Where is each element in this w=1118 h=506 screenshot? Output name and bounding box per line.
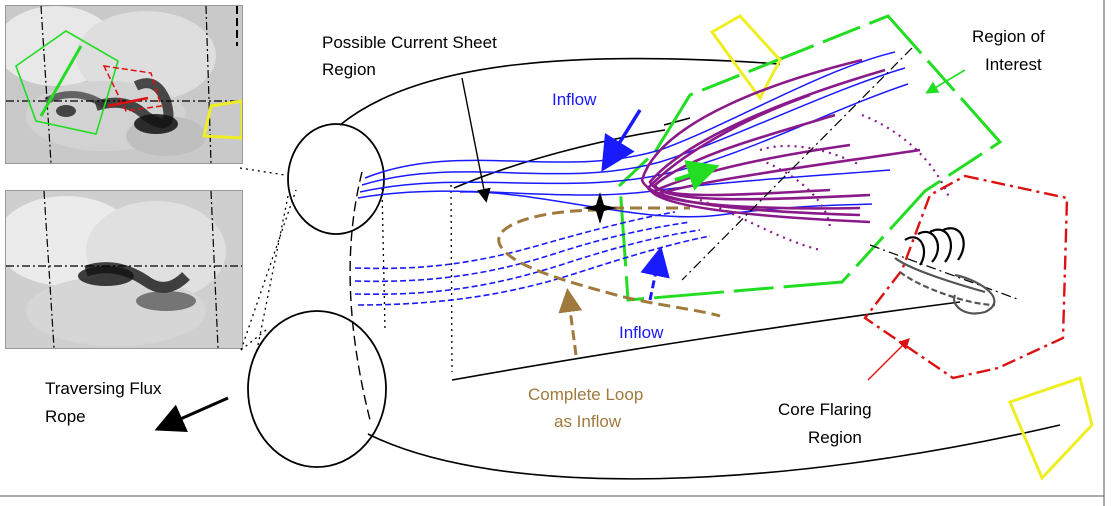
complete-loop-outline: [497, 208, 721, 318]
arrow-core-flaring: [867, 338, 910, 381]
yellow-box-bottom: [1007, 376, 1094, 481]
label-current-sheet-1: Possible Current Sheet: [322, 33, 497, 52]
arrow-inflow-bottom: [640, 246, 670, 301]
yellow-box-top: [709, 14, 782, 101]
arrow-current-sheet: [461, 77, 491, 203]
flux-rope-coil: [894, 227, 996, 315]
label-region-of-interest-1: Region of: [972, 27, 1045, 46]
arrow-region-of-interest: [925, 69, 966, 94]
core-axis-line: [869, 244, 1021, 301]
arrow-complete-loop: [558, 288, 583, 356]
arrow-traversing-flux-rope: [154, 396, 229, 433]
purple-loops: [640, 58, 921, 224]
flux-rope-outline: [339, 57, 1061, 480]
solar-image-top: [5, 5, 243, 164]
solar-image-bottom: [5, 190, 243, 349]
flux-rope-dotted: [255, 184, 453, 373]
arrow-inflow-top: [601, 109, 642, 172]
label-traversing-flux-rope-2: Rope: [45, 407, 86, 426]
label-inflow-bottom: Inflow: [619, 323, 664, 342]
black-star-icon: [583, 192, 617, 224]
flux-rope-dashed-axis: [349, 171, 371, 421]
purple-loops-dotted: [699, 113, 952, 252]
label-complete-loop-1: Complete Loop: [528, 385, 643, 404]
core-flaring-outline: [863, 174, 1069, 380]
label-core-flaring-1: Core Flaring: [778, 400, 872, 419]
inflow-dashed-lines: [354, 211, 711, 306]
flux-rope-lower-ellipse: [247, 310, 387, 468]
connector-lines: [239, 167, 297, 351]
label-current-sheet-2: Region: [322, 60, 376, 79]
arrow-green-outflow: [674, 160, 720, 191]
flux-rope-upper-ellipse: [287, 123, 385, 235]
label-complete-loop-2: as Inflow: [554, 412, 622, 431]
label-region-of-interest-2: Interest: [985, 55, 1042, 74]
label-traversing-flux-rope-1: Traversing Flux: [45, 379, 162, 398]
roi-axis-line: [681, 47, 913, 281]
inflow-field-lines: [357, 51, 909, 218]
label-inflow-top: Inflow: [552, 90, 597, 109]
label-core-flaring-2: Region: [808, 428, 862, 447]
